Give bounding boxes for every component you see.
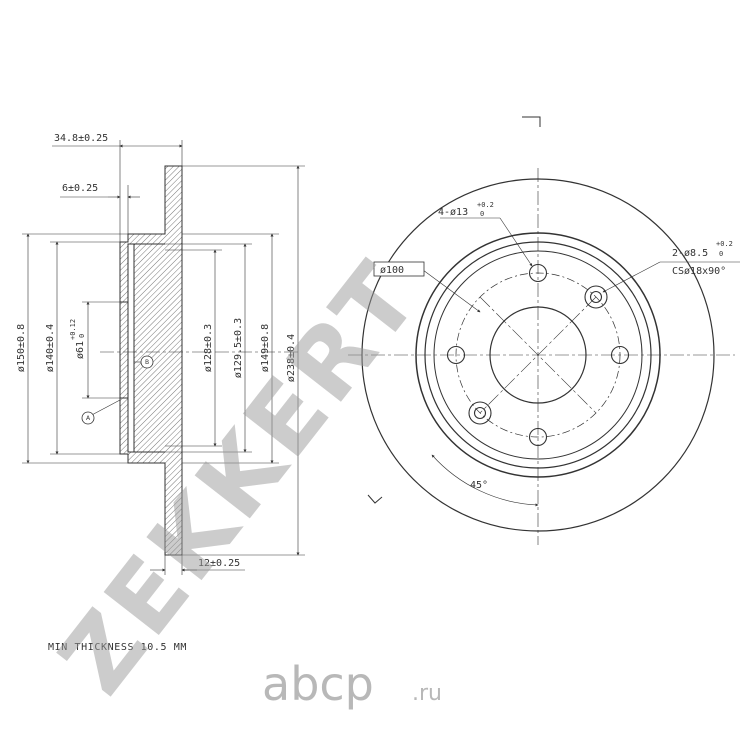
- datum-a-marker: A: [81, 399, 121, 425]
- pcd-text: ø100: [380, 265, 404, 276]
- dim-238-text: ø238±0.4: [286, 334, 297, 382]
- dim-61-tol-lower: 0: [78, 334, 86, 338]
- bolt-holes-tol-lower: 0: [480, 210, 484, 218]
- datum-a-label: A: [86, 415, 91, 422]
- logo-tld: .ru: [412, 681, 442, 706]
- dim-61-tol-upper: +0.12: [69, 319, 77, 340]
- dim-12-text: 12±0.25: [198, 558, 240, 569]
- dim-34-8-text: 34.8±0.25: [54, 133, 108, 144]
- bolt-holes-text: 4-ø13: [438, 207, 468, 218]
- pin-hole-lower: [473, 406, 487, 420]
- dim-150-text: ø150±0.8: [16, 324, 27, 372]
- leader-pcd: [422, 269, 481, 313]
- dim-128-text: ø128±0.3: [203, 324, 214, 372]
- logo-name: abcp: [262, 657, 374, 711]
- section-mark-bottom: [367, 494, 383, 504]
- datum-b-marker: B: [134, 355, 154, 369]
- pin-hole-cs-lower: [468, 401, 492, 425]
- pin-hole-upper: [589, 290, 603, 304]
- bolt-hole-bottom: [528, 427, 548, 447]
- min-thickness-note: MIN THICKNESS 10.5 MM: [48, 642, 187, 653]
- bolt-holes-callout: 4-ø13 +0.2 0: [438, 201, 494, 218]
- dim-61-text: ø61: [75, 341, 86, 359]
- angle-arc-45: [431, 454, 539, 507]
- pin-holes-callout: 2-ø8.5 +0.2 0 CSø18x90°: [672, 240, 733, 277]
- dim-140-text: ø140±0.4: [45, 324, 56, 372]
- dim-6-text: 6±0.25: [62, 183, 98, 194]
- section-mark-top: [522, 116, 541, 127]
- pin-hole-cs-upper: [584, 285, 608, 309]
- abcp-logo: abcp .ru: [262, 657, 442, 711]
- pin-holes-tol-lower: 0: [719, 250, 723, 258]
- front-view: [348, 116, 740, 545]
- angle-45-text: 45°: [470, 480, 488, 491]
- pcd-box: [373, 261, 425, 277]
- leader-pin-holes: [602, 261, 661, 293]
- bolt-hole-right: [610, 345, 630, 365]
- bolt-hole-left: [446, 345, 466, 365]
- datum-b-label: B: [145, 359, 149, 366]
- pin-holes-text: 2-ø8.5: [672, 248, 708, 259]
- brand-watermark: ZEKKERT: [38, 241, 442, 714]
- watermark-text: ZEKKERT: [38, 241, 442, 714]
- pin-holes-tol-upper: +0.2: [716, 240, 733, 248]
- dim-61-group: ø61 +0.12 0: [69, 319, 86, 359]
- leader-bolt-holes: [499, 217, 533, 267]
- countersink-text: CSø18x90°: [672, 266, 726, 277]
- bolt-hole-top: [528, 263, 548, 283]
- dim-149-text: ø149±0.8: [260, 324, 271, 372]
- bolt-holes-tol-upper: +0.2: [477, 201, 494, 209]
- dim-129-5-text: ø129.5±0.3: [233, 318, 244, 378]
